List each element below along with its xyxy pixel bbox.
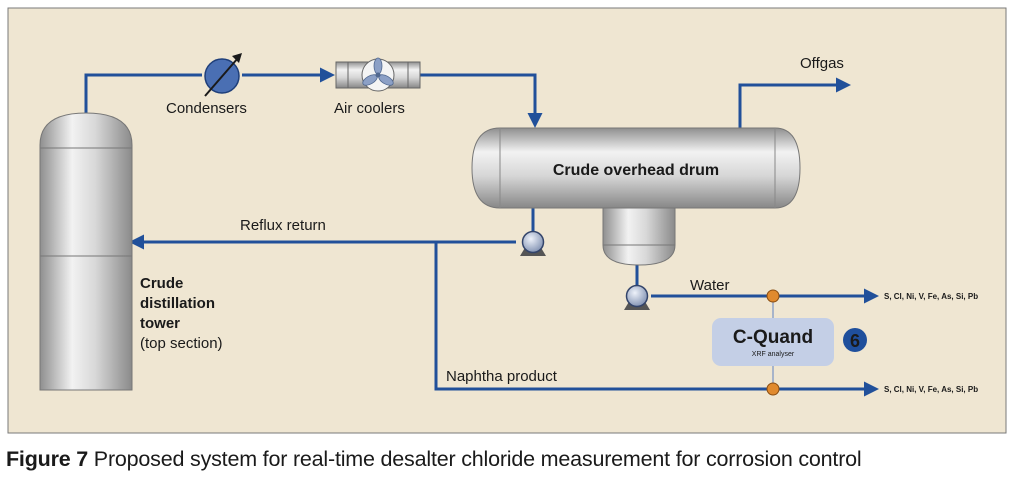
naphtha-elements-label: S, Cl, Ni, V, Fe, As, Si, Pb (884, 385, 978, 394)
air-coolers-label: Air coolers (334, 100, 405, 117)
tower-label-line2: distillation (140, 295, 215, 312)
step-badge (843, 328, 867, 352)
offgas-label: Offgas (800, 55, 844, 72)
crude-overhead-drum (471, 127, 801, 266)
figure-number: Figure 7 (6, 447, 89, 471)
tower-label-line4: (top section) (140, 335, 223, 352)
tower-label: Crude distillation tower (top section) (140, 275, 223, 352)
naphtha-label: Naphtha product (446, 368, 558, 385)
drum-label: Crude overhead drum (553, 162, 719, 179)
condensers-label: Condensers (166, 100, 247, 117)
step-badge-number: 6 (850, 331, 860, 351)
analyser-box (712, 318, 834, 366)
water-label: Water (690, 277, 729, 294)
sample-point (766, 289, 780, 303)
analyser-name: C-Quand (733, 327, 813, 348)
tower-label-line3: tower (140, 315, 180, 332)
sample-point (766, 382, 780, 396)
pump-icon (624, 284, 650, 310)
pipe-tower-to-condenser (84, 73, 202, 115)
figure-caption: Figure 7 Proposed system for real-time d… (6, 447, 1018, 472)
distillation-tower (39, 112, 133, 391)
pipe-cooler-to-drum (420, 73, 543, 128)
analyser-subtitle: XRF analyser (752, 351, 795, 358)
tower-label-line1: Crude (140, 275, 183, 292)
pipes (84, 67, 879, 397)
pipe-offgas (738, 77, 851, 128)
condenser-icon (204, 53, 242, 97)
water-elements-label: S, Cl, Ni, V, Fe, As, Si, Pb (884, 292, 978, 301)
pipe-naphtha (434, 242, 879, 397)
caption-text: Proposed system for real-time desalter c… (88, 447, 862, 471)
process-flow-diagram: C-Quand XRF analyser 6 Condensers Air co… (7, 7, 1007, 434)
air-cooler-fan-icon (335, 57, 421, 92)
pump-icon (520, 230, 546, 256)
reflux-label: Reflux return (240, 217, 326, 234)
